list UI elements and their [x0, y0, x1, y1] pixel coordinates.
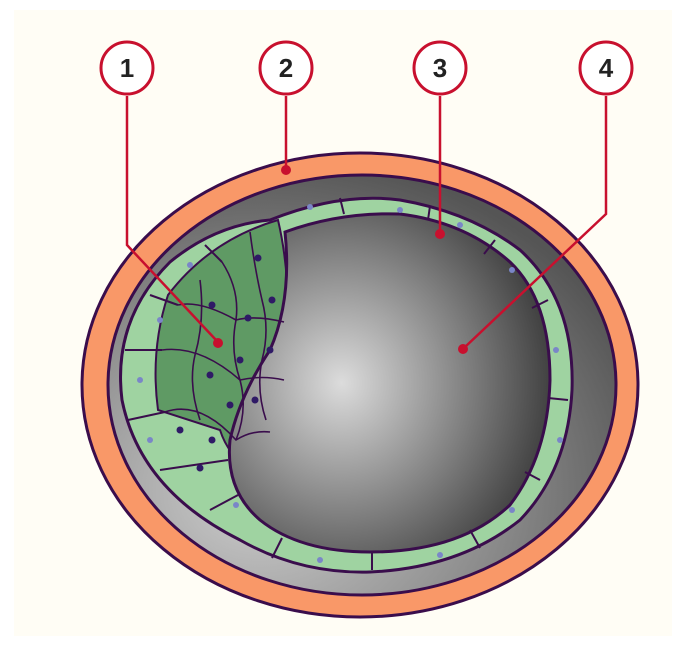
nucleus — [187, 262, 193, 268]
nucleus — [457, 222, 463, 228]
endpoint-1 — [213, 338, 223, 348]
nucleus — [209, 302, 216, 309]
callout-2: 2 — [260, 42, 312, 94]
nucleus — [553, 347, 559, 353]
callout-label: 1 — [120, 53, 134, 83]
nucleus — [255, 255, 262, 262]
nucleus — [269, 297, 276, 304]
nucleus — [177, 427, 184, 434]
endpoint-3 — [435, 229, 445, 239]
nucleus — [207, 372, 214, 379]
endpoint-4 — [458, 344, 468, 354]
nucleus — [157, 317, 163, 323]
callout-label: 2 — [279, 53, 293, 83]
nucleus — [237, 357, 244, 364]
nucleus — [557, 437, 563, 443]
nucleus — [137, 377, 143, 383]
callout-label: 4 — [599, 53, 614, 83]
callout-label: 3 — [433, 53, 447, 83]
nucleus — [209, 437, 216, 444]
endpoint-2 — [281, 165, 291, 175]
nucleus — [397, 207, 403, 213]
nucleus — [233, 502, 239, 508]
callout-4: 4 — [580, 42, 632, 94]
nucleus — [437, 552, 443, 558]
nucleus — [245, 315, 252, 322]
callout-1: 1 — [101, 42, 153, 94]
nucleus — [197, 465, 204, 472]
nucleus — [509, 507, 515, 513]
callout-3: 3 — [414, 42, 466, 94]
nucleus — [267, 347, 274, 354]
nucleus — [227, 402, 234, 409]
nucleus — [147, 437, 153, 443]
nucleus — [317, 557, 323, 563]
nucleus — [509, 267, 515, 273]
nucleus — [252, 397, 259, 404]
nucleus — [307, 204, 313, 210]
